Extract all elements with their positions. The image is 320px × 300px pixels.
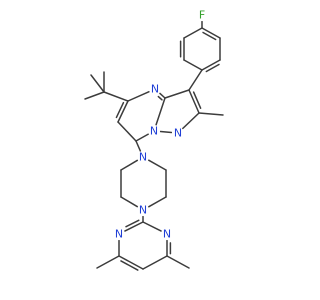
bond-qN3-q2 (142, 221, 162, 232)
atom-fluorine: F (196, 9, 208, 22)
bond-qC5-qC4 (142, 255, 168, 270)
bond-C2-me2 (198, 112, 224, 116)
bond-qC6-qMe6 (96, 255, 120, 269)
bond-C5-C6 (117, 100, 129, 123)
bond-N7a-C3a (155, 97, 166, 126)
bond-tBu-m2 (84, 91, 105, 100)
atom-label-n1: N (151, 83, 159, 96)
bond-qC6-qC5 (118, 255, 144, 270)
bond-N4-C5 (127, 90, 150, 102)
bond-double-qC6-qC5 (120, 260, 139, 271)
bond-N1-N7a (159, 130, 173, 134)
bond-pd-Na (120, 159, 139, 171)
bond-Na-pa (147, 159, 167, 171)
atom-label-n2: N (150, 125, 158, 138)
bond-tBu-m1 (90, 74, 105, 93)
bond-double-p1-p2 (202, 31, 217, 41)
bond-p4-p5 (183, 59, 203, 71)
bond-p1-p2 (201, 27, 221, 39)
molecule-structure: F N N N N N N (84, 9, 224, 271)
bond-p3-p4 (201, 59, 221, 71)
bond-double-C3a-N4 (157, 95, 163, 101)
bond-C3a-C3 (164, 89, 190, 99)
bond-qC4-qMe4 (166, 255, 190, 269)
bond-C6-C7 (117, 121, 137, 142)
bond-C3-C2 (188, 89, 200, 114)
atom-label-n5: N (139, 204, 147, 217)
bond-double-p3-p4 (205, 63, 220, 73)
atom-label-n4: N (139, 151, 147, 164)
bond-double-q2-qN1 (125, 219, 140, 228)
atom-nitrogen-n2: N (148, 125, 160, 138)
bond-layer (84, 20, 224, 271)
bond-C5-tBu (103, 91, 129, 102)
bond-C3a-N4 (159, 92, 166, 99)
atom-label-layer: F N N N N N N (113, 9, 208, 241)
bond-double-C3-C2 (192, 91, 202, 109)
atom-nitrogen-n3: N (172, 127, 184, 140)
atom-nitrogen-n6: N (113, 228, 125, 241)
atom-nitrogen-n4: N (137, 151, 149, 164)
atom-nitrogen-n7: N (161, 228, 173, 241)
bond-p4-C3 (188, 69, 203, 91)
atom-nitrogen-n5: N (137, 204, 149, 217)
bond-C2-N1 (181, 112, 200, 130)
atom-label-f: F (199, 9, 205, 22)
bond-double-C5-C6 (115, 101, 125, 119)
atom-label-n7: N (163, 228, 171, 241)
bond-Nb-pc (120, 196, 139, 208)
bond-C7-Na (135, 140, 142, 152)
bond-p6-p1 (183, 27, 203, 39)
atom-label-n3: N (174, 127, 182, 140)
bond-C7-N7a (135, 133, 150, 142)
atom-nitrogen-n1: N (149, 83, 161, 96)
atom-label-n6: N (115, 228, 123, 241)
bond-q2-qN1 (124, 221, 144, 232)
bond-pb-Nb (147, 196, 167, 208)
